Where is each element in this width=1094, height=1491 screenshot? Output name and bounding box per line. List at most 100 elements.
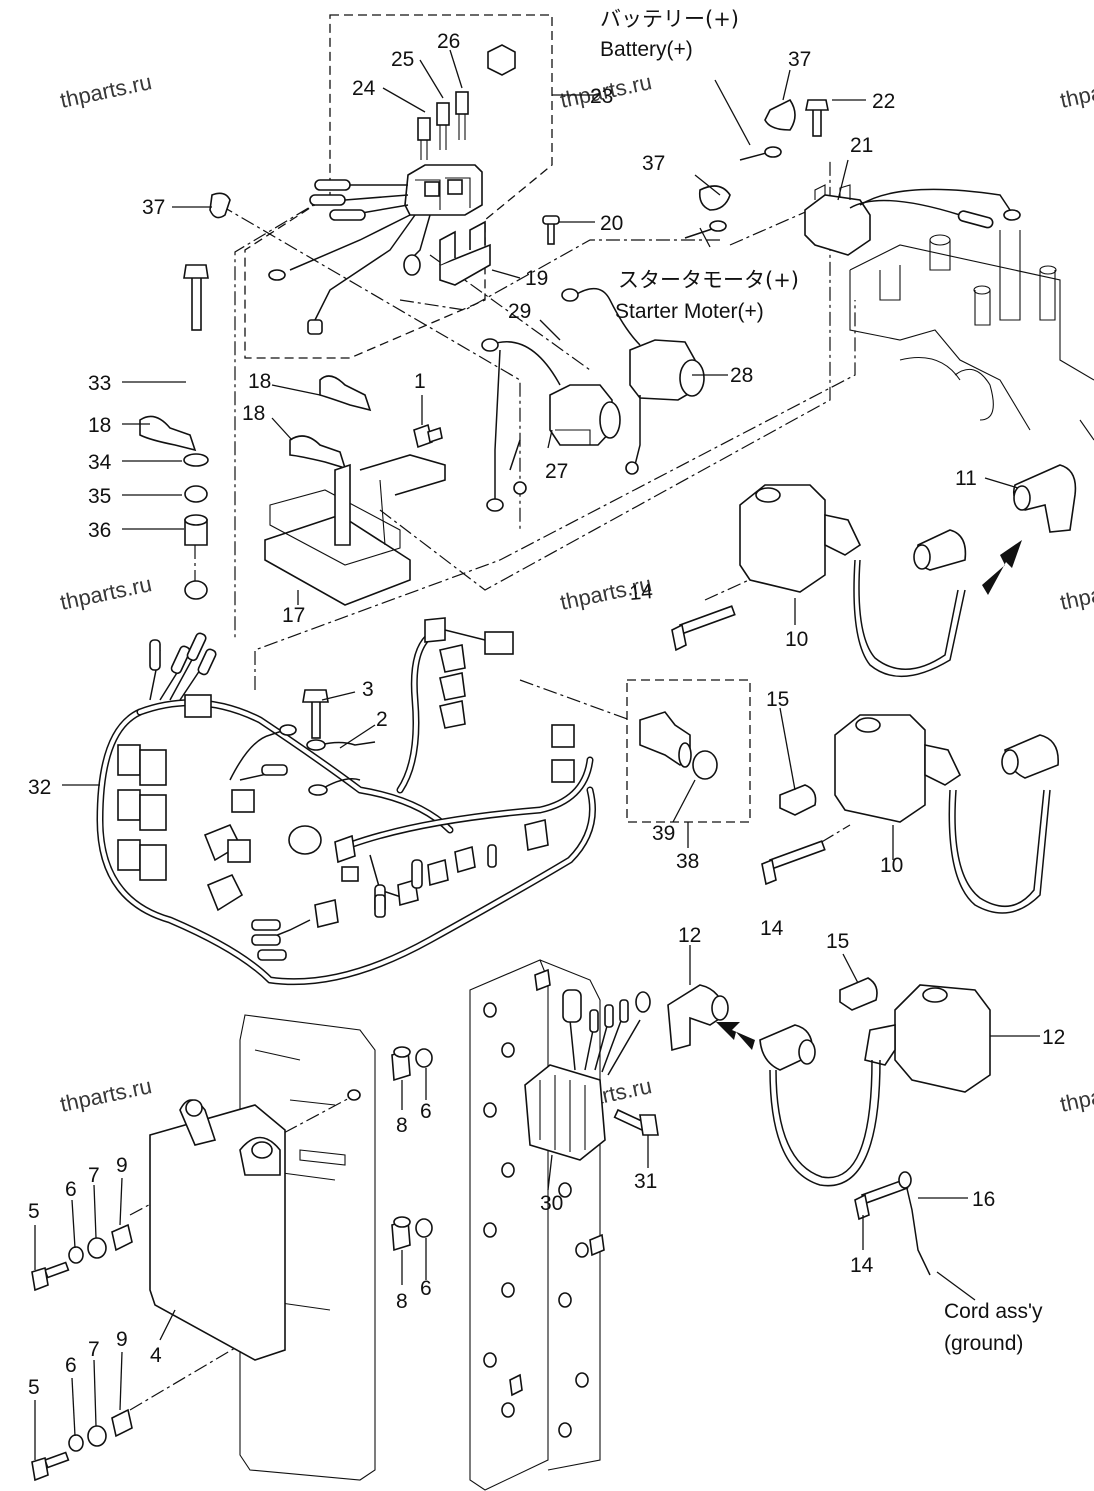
ignition-coil-upper [671,464,1077,677]
collar-9-upper-icon [111,1223,133,1252]
part-label-30: 30 [540,1192,563,1215]
part-label-25: 25 [391,48,414,71]
washer-6-lower-left-icon [68,1434,84,1452]
part-label-15-upper: 15 [766,688,789,711]
screw-1 [413,423,443,449]
part-label-2: 2 [376,708,388,731]
assembly-line-m [519,679,631,721]
part-label-4: 4 [150,1344,162,1367]
spare-relay-icon [487,44,516,76]
watermark-1: thparts.ru [58,69,154,113]
part-label-21: 21 [850,134,873,157]
engine-block [849,230,1094,441]
battery-label-jp: バッテリー(+) [600,7,739,31]
washer-35-icon [184,485,208,503]
assembly-line-d [254,300,856,690]
sensor-group [639,711,718,780]
part-label-37-left: 37 [142,196,165,219]
cap-37-left-icon [209,192,231,219]
part-label-32: 32 [28,776,51,799]
relay-fuse-group [268,44,516,335]
part-label-31: 31 [634,1170,657,1193]
part-label-29: 29 [508,300,531,323]
battery-label-en: Battery(+) [600,38,693,61]
part-label-39: 39 [652,822,675,845]
part-label-3: 3 [362,678,374,701]
part-label-12-upper: 12 [678,924,701,947]
bolt-14-middle-icon [768,840,826,870]
watermark-3: thparts.ru [1058,69,1094,113]
part-label-6-upper-left: 6 [65,1178,77,1201]
part-label-6-upper-right: 6 [420,1100,432,1123]
washer-6-upper-left-icon [68,1246,84,1264]
assembly-line-e [379,160,831,591]
clamp-18-left-icon [139,415,197,452]
part-label-33: 33 [88,372,111,395]
terminal-caps [209,98,796,239]
fuse-26-icon [455,91,469,115]
part-label-22: 22 [872,90,895,113]
bolt-5-lower-icon [43,1451,70,1469]
ignition-coil-lower [761,714,1059,914]
bolt-22-icon [812,107,822,137]
fuse-25-icon [436,102,450,126]
part-label-20: 20 [600,212,623,235]
starter-relay-21 [804,99,1021,256]
part-label-9-upper: 9 [116,1154,128,1177]
bracket-19 [439,215,560,286]
part-label-18-lower: 18 [242,402,265,425]
part-label-5-upper: 5 [28,1200,40,1223]
part-label-8-lower: 8 [396,1290,408,1313]
cord-label-line1: Cord ass'y [944,1300,1043,1323]
part-label-14-lower: 14 [850,1254,874,1277]
part-label-7-lower: 7 [88,1338,100,1361]
part-label-23: 23 [590,85,613,108]
clamp-15-upper-icon [779,784,817,816]
washer-34-icon [183,453,209,467]
annotations: バッテリー(+) Battery(+) スタータモータ(+) Starter M… [600,7,1043,1355]
part-label-37-mid: 37 [642,152,665,175]
part-label-17: 17 [282,604,305,627]
part-label-9-lower: 9 [116,1328,128,1351]
earth-wire-2-icon [306,739,326,751]
clamp-18-lower-icon [289,435,347,470]
cap-37-mid-icon [698,185,731,211]
assembly-line-h [729,209,811,246]
ignition-coil-bottom [667,977,991,1276]
clamp-18-upper-icon [319,375,372,412]
bolt-14-upper-icon [678,605,736,635]
coil-10-upper-icon [739,484,826,593]
part-label-18-upper: 18 [248,370,271,393]
watermark-7: thparts.ru [58,1073,154,1117]
assembly-line-a [234,194,331,640]
bolt-3-icon [311,699,321,739]
install-arrow-upper-icon [982,540,1022,595]
part-label-14-middle: 14 [760,917,784,940]
part-label-19: 19 [525,267,548,290]
cdi-unit-4 [31,1014,433,1482]
o-ring-39-icon [692,750,718,780]
part-label-12-lower: 12 [1042,1026,1065,1049]
part-number-labels: 26 25 24 23 37 22 21 37 37 20 19 29 28 2… [28,30,1065,1399]
part-label-24: 24 [352,77,376,100]
assembly-line-g [399,239,720,311]
part-label-27: 27 [545,460,568,483]
coil-10-lower-icon [834,714,926,823]
fuse-24-icon [417,117,431,141]
washer-6-upper-right-icon [415,1048,433,1068]
install-arrow-lower-icon [716,1022,755,1050]
starter-label-jp: スタータモータ(+) [618,268,799,292]
rectifier-30 [469,959,659,1491]
part-label-6-lower-left: 6 [65,1354,77,1377]
part-label-10-upper: 10 [785,628,808,651]
collar-9-lower-icon [111,1408,133,1438]
screw-20-icon [547,221,555,245]
coil-12-icon [894,984,991,1093]
part-label-16: 16 [972,1188,995,1211]
watermark-6: thparts.ru [1058,571,1094,615]
watermark-9: thparts.ru [1058,1073,1094,1117]
part-label-7-upper: 7 [88,1164,100,1187]
part-label-37-top: 37 [788,48,811,71]
leader-lines [34,49,1040,1460]
